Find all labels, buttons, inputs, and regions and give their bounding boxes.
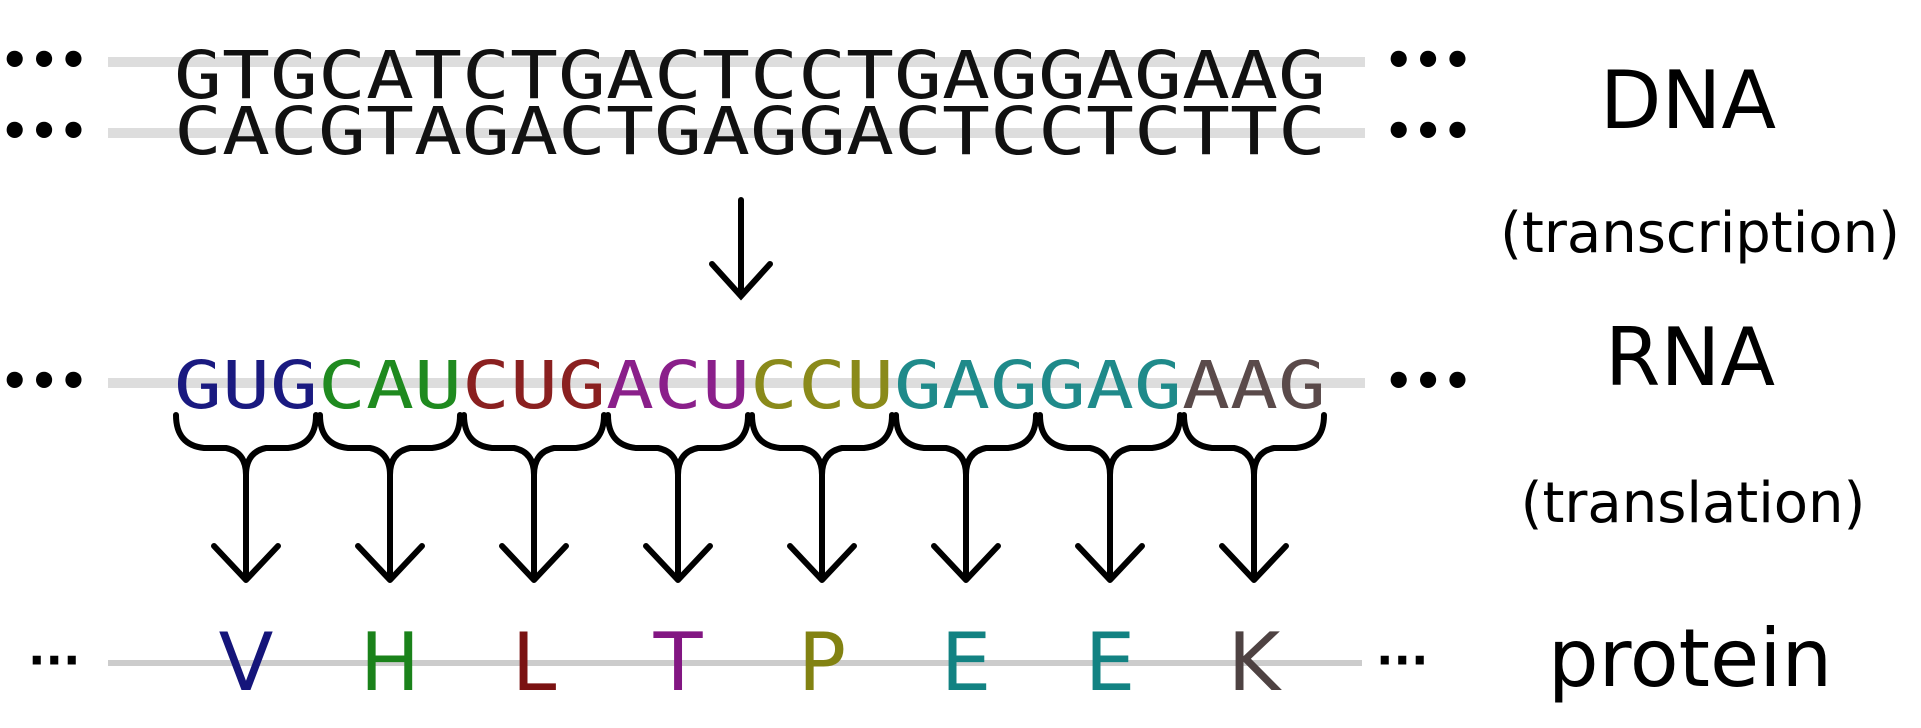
protein-residue: K [1228, 616, 1283, 709]
protein-residue: P [798, 616, 846, 709]
dna-top-strand: GTGCATCTGACTCCTGAGGAGAAG [174, 37, 1326, 114]
rna-codon: GUG [174, 347, 318, 424]
arrow-down-icon [499, 543, 569, 583]
dna-top-right-dots: ••• [1384, 33, 1472, 87]
arrow-down-icon [787, 543, 857, 583]
codon-translation-arrows [173, 412, 1327, 583]
codon-brace [893, 412, 1039, 478]
transcription-arrow-icon [709, 197, 773, 301]
protein-residue: T [653, 616, 704, 709]
rna-codon: CAU [318, 347, 462, 424]
protein-residue: H [360, 616, 420, 709]
protein-residue: V [219, 616, 274, 709]
rna-codon: ACU [606, 347, 750, 424]
protein-residue: E [1085, 616, 1136, 709]
codon-brace [749, 412, 895, 478]
rna-codon: CCU [750, 347, 894, 424]
codon-brace [605, 412, 751, 478]
rna-codon: GAG [1038, 347, 1182, 424]
protein-left-dots: ··· [28, 633, 80, 687]
codon-brace [1037, 412, 1183, 478]
protein-label: protein [1548, 612, 1832, 705]
arrow-down-icon [1219, 543, 1289, 583]
arrow-down-icon [355, 543, 425, 583]
protein-residue: L [512, 616, 557, 709]
rna-left-dots: ••• [0, 354, 88, 408]
codon-brace [1181, 412, 1327, 478]
codon-brace [317, 412, 463, 478]
arrow-down-icon [643, 543, 713, 583]
arrow-down-icon [931, 543, 1001, 583]
arrow-down-icon [211, 543, 281, 583]
transcription-label: (transcription) [1500, 201, 1900, 266]
dna-top-left-dots: ••• [0, 33, 88, 87]
dna-bottom-left-dots: ••• [0, 104, 88, 158]
protein-residue: E [941, 616, 992, 709]
codon-brace [461, 412, 607, 478]
rna-label: RNA [1605, 311, 1775, 404]
rna-codon: AAG [1182, 347, 1326, 424]
dna-label: DNA [1600, 54, 1776, 147]
dna-bottom-strand: CACGTAGACTGAGGACTCCTCTTC [174, 93, 1326, 170]
dna-bottom-right-dots: ••• [1384, 104, 1472, 158]
rna-codon: GAG [894, 347, 1038, 424]
codon-brace [173, 412, 319, 478]
protein-right-dots: ··· [1376, 633, 1428, 687]
rna-codon: CUG [462, 347, 606, 424]
rna-right-dots: ••• [1384, 354, 1472, 408]
translation-label: (translation) [1521, 471, 1866, 536]
arrow-down-icon [1075, 543, 1145, 583]
